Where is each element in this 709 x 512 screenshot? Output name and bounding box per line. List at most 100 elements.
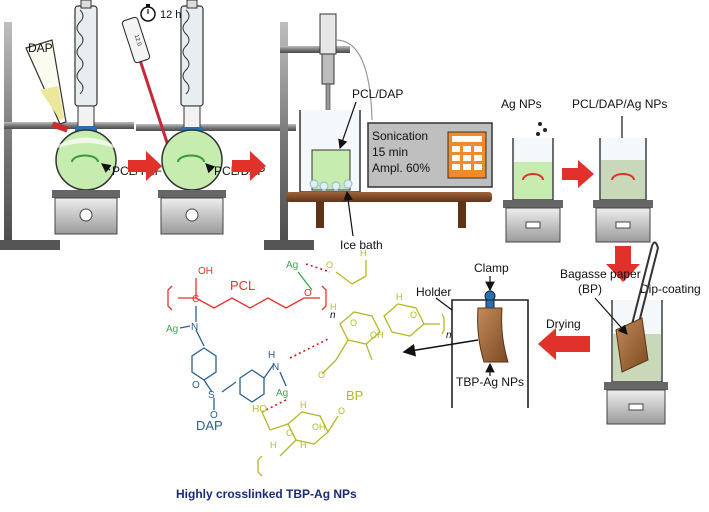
process-arrow-down	[606, 246, 640, 282]
chem-n-sub2: n	[446, 330, 452, 341]
chem-ag1: Ag	[166, 324, 178, 335]
label-pcl-dap-2: PCL/DAP	[352, 87, 403, 101]
label-bagasse-abbr: (BP)	[578, 282, 602, 296]
chem-ag2: Ag	[276, 388, 288, 399]
bp-atoms: O H H O O OH H H OH O H O H O	[270, 248, 417, 450]
condenser-top	[80, 0, 92, 9]
stand-base	[0, 240, 60, 250]
hotplate-knob-5	[615, 221, 631, 229]
chem-ag3: Ag	[286, 260, 298, 271]
hotplate-knob	[79, 208, 93, 222]
label-dap: DAP	[28, 41, 53, 55]
chem-dap: DAP	[196, 418, 223, 433]
svg-text:O: O	[286, 428, 293, 438]
chem-c: C	[192, 294, 199, 305]
sonicator-horn	[319, 13, 337, 55]
bond-ag-n	[179, 325, 191, 329]
chem-ho: HO	[252, 404, 267, 415]
pointer-pcl-dap-1	[205, 163, 216, 174]
tbp-ag-film	[477, 307, 509, 363]
label-drying: Drying	[546, 317, 581, 331]
pointer-ice-bath	[343, 190, 354, 237]
sonicator-cable	[335, 39, 373, 121]
tweezer-joint	[651, 241, 659, 249]
label-bagasse: Bagasse paper	[560, 267, 641, 281]
svg-text:H: H	[270, 440, 277, 450]
chemical-structure: OH C PCL O n Ag N S O O H N Ag DAP Ag	[166, 248, 452, 477]
label-clamp: Clamp	[474, 261, 509, 275]
chem-s: S	[208, 390, 215, 401]
label-amplitude: Ampl. 60%	[372, 161, 430, 175]
table-leg	[316, 202, 324, 228]
svg-text:O: O	[350, 318, 357, 328]
step3-sonication: PCL/DAP Sonication 15 min Ampl. 60% Ice …	[264, 13, 493, 252]
stir-swirl-5	[611, 173, 635, 181]
pointer-pcl-dap-2	[338, 101, 357, 150]
dap-liquid	[40, 86, 64, 120]
flask-highlight	[58, 137, 114, 148]
svg-text:O: O	[318, 370, 325, 380]
chem-o1: O	[304, 288, 312, 299]
hotplate-top-2	[158, 190, 226, 198]
hotplate-top-6	[604, 382, 668, 390]
ice-cube	[319, 181, 329, 191]
keypad-keys	[452, 136, 482, 170]
ice-cube	[331, 181, 341, 191]
stand-rod	[4, 22, 12, 250]
stand-rod-3	[280, 22, 288, 250]
chem-h1: H	[268, 350, 275, 361]
hotplate-knob-4	[525, 221, 541, 229]
chem-bp: BP	[346, 388, 363, 403]
step7-holder: Holder Clamp TBP-Ag NPs	[402, 261, 529, 408]
pcl-fragment	[167, 278, 327, 311]
svg-text:O: O	[410, 310, 417, 320]
chem-n-sub1: n	[330, 310, 336, 321]
chem-n2: N	[272, 362, 279, 373]
beaker-4-liquid	[514, 162, 552, 199]
clamp-rod-2	[136, 124, 296, 131]
step4-ag-addition: Ag NPs	[501, 97, 563, 243]
step5-composite: PCL/DAP/Ag NPs	[572, 97, 667, 243]
clip	[75, 126, 97, 132]
chem-pcl: PCL	[230, 278, 255, 293]
hotplate-knob-6	[628, 403, 644, 411]
chem-o2: O	[192, 380, 200, 391]
step2-setup: 12.0 12 h PCL/DAP	[121, 0, 296, 235]
label-ice-bath: Ice bath	[340, 238, 383, 252]
ice-cube	[309, 179, 319, 189]
process-arrow-drying	[538, 328, 590, 360]
round-flask-2	[161, 129, 223, 191]
beaker-5-liquid	[601, 160, 645, 199]
stir-swirl-2	[177, 154, 205, 163]
condenser-top-2	[186, 0, 198, 9]
stir-swirl-4	[522, 173, 544, 181]
pointer-pcl-thf	[101, 163, 112, 173]
label-holder: Holder	[416, 285, 451, 299]
table-leg	[458, 202, 466, 228]
chem-o3: O	[210, 410, 218, 421]
hotplate-knob-2	[185, 208, 199, 222]
svg-text:O: O	[338, 406, 345, 416]
svg-text:H: H	[330, 302, 337, 312]
bond-ag-o	[297, 271, 313, 291]
sonicator-body	[321, 53, 335, 85]
label-dip-coating: Dip-coating	[640, 282, 701, 296]
stopcock	[51, 121, 69, 133]
thermometer-body	[121, 16, 151, 64]
pointer-bagasse	[594, 297, 628, 335]
svg-text:OH: OH	[312, 422, 326, 432]
hydrogen-bonds	[261, 263, 331, 413]
svg-text:O: O	[326, 260, 333, 270]
process-arrow-1	[128, 151, 162, 181]
clamp-jaw	[485, 299, 495, 309]
step1-setup: DAP PCL/THF	[0, 0, 162, 250]
clamp-rod	[4, 122, 134, 129]
caption: Highly crosslinked TBP-Ag NPs	[176, 487, 357, 501]
svg-text:H: H	[300, 440, 307, 450]
table-top	[286, 192, 492, 202]
svg-text:H: H	[360, 248, 367, 258]
dap-fragment	[191, 306, 275, 410]
label-time: 12 h	[160, 9, 181, 21]
